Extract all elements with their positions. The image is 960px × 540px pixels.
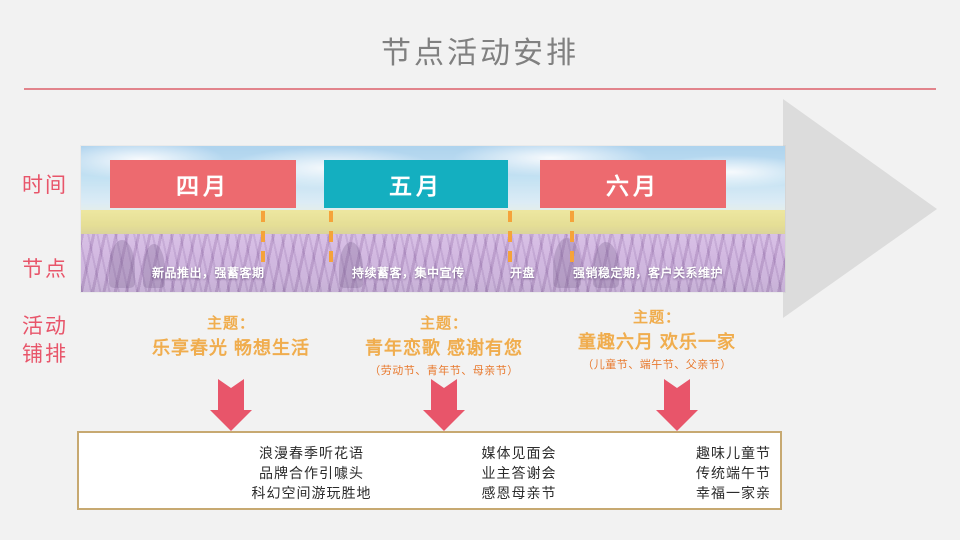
photo-figure-shadow [143, 244, 165, 288]
activity-column-april: 浪漫春季听花语 品牌合作引噱头 科幻空间游玩胜地 [251, 445, 372, 501]
timeline-divider [508, 211, 512, 264]
node-caption: 开盘 [510, 266, 536, 280]
photo-figure-shadow [339, 242, 363, 288]
node-caption: 强销稳定期，客户关系维护 [573, 266, 724, 280]
photo-figure-shadow [593, 242, 619, 288]
row-label-plan: 活动 铺排 [22, 315, 68, 366]
theme-head: 主题： [419, 315, 468, 332]
down-arrow-icon [656, 379, 698, 431]
theme-main: 童趣六月 欢乐一家 [577, 332, 736, 352]
timeline-divider [570, 211, 574, 264]
month-box-may[interactable]: 五月 [324, 160, 508, 208]
theme-block-june: 主题： 童趣六月 欢乐一家 （儿童节、端午节、父亲节） [537, 307, 777, 375]
down-arrow-icon [210, 379, 252, 431]
title-underline [24, 88, 936, 90]
theme-sub: （儿童节、端午节、父亲节） [582, 359, 732, 371]
row-label-node: 节点 [22, 258, 68, 281]
theme-main: 青年恋歌 感谢有您 [364, 338, 523, 358]
activity-column-may: 媒体见面会 业主答谢会 感恩母亲节 [481, 445, 557, 501]
activity-column-june: 趣味儿童节 传统端午节 幸福一家亲 [696, 445, 771, 501]
node-caption: 新品推出，强蓄客期 [152, 266, 265, 280]
timeline-divider [329, 211, 333, 264]
theme-block-april: 主题： 乐享春光 畅想生活 [111, 313, 351, 361]
page-title: 节点活动安排 [381, 37, 579, 70]
photo-yellow-field [81, 210, 785, 238]
row-label-time: 时间 [22, 174, 68, 197]
theme-block-may: 主题： 青年恋歌 感谢有您 （劳动节、青年节、母亲节） [324, 313, 564, 381]
node-caption: 持续蓄客，集中宣传 [352, 266, 465, 280]
month-box-june[interactable]: 六月 [540, 160, 726, 208]
theme-main: 乐享春光 畅想生活 [151, 338, 310, 358]
progress-arrow-icon [783, 99, 937, 318]
month-box-april[interactable]: 四月 [110, 160, 296, 208]
theme-head: 主题： [206, 315, 255, 332]
theme-head: 主题： [632, 309, 681, 326]
timeline-divider [261, 211, 265, 264]
photo-lavender-rows [81, 234, 785, 292]
photo-figure-shadow [553, 238, 581, 288]
photo-figure-shadow [109, 240, 135, 288]
theme-sub: （劳动节、青年节、母亲节） [369, 365, 519, 377]
activities-panel: 浪漫春季听花语 品牌合作引噱头 科幻空间游玩胜地 媒体见面会 业主答谢会 感恩母… [77, 431, 782, 510]
down-arrow-icon [423, 379, 465, 431]
